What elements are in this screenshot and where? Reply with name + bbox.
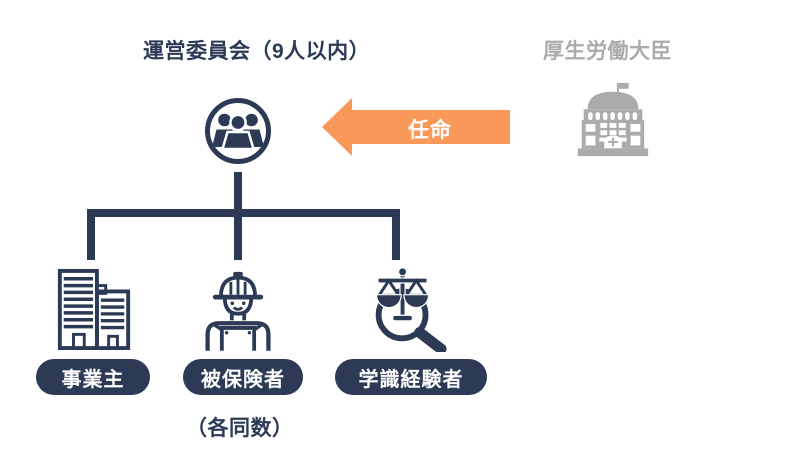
government-building-icon (577, 82, 649, 157)
appointment-arrow (322, 98, 510, 156)
arrow-label: 任命 (408, 119, 452, 142)
scales-magnifier-icon (375, 267, 447, 352)
construction-worker-icon (205, 271, 271, 351)
member-pill-label: 学識経験者 (358, 368, 464, 391)
connector-vertical-right (392, 211, 400, 260)
member-pill-label: 被保険者 (201, 368, 285, 391)
connector-horizontal-bar (87, 209, 400, 217)
note-equal-numbers: （各同数） (186, 417, 294, 440)
member-pill-academic-expert: 学識経験者 (335, 359, 487, 395)
member-pill-insured-person: 被保険者 (183, 359, 303, 395)
member-pill-label: 事業主 (61, 368, 125, 391)
minister-label: 厚生労働大臣 (543, 40, 672, 63)
connector-vertical-left (87, 211, 95, 260)
committee-title: 運営委員会（9人以内） (143, 40, 371, 63)
member-pill-business-owner: 事業主 (36, 359, 150, 395)
group-people-icon (205, 98, 271, 164)
office-building-icon (57, 268, 131, 350)
